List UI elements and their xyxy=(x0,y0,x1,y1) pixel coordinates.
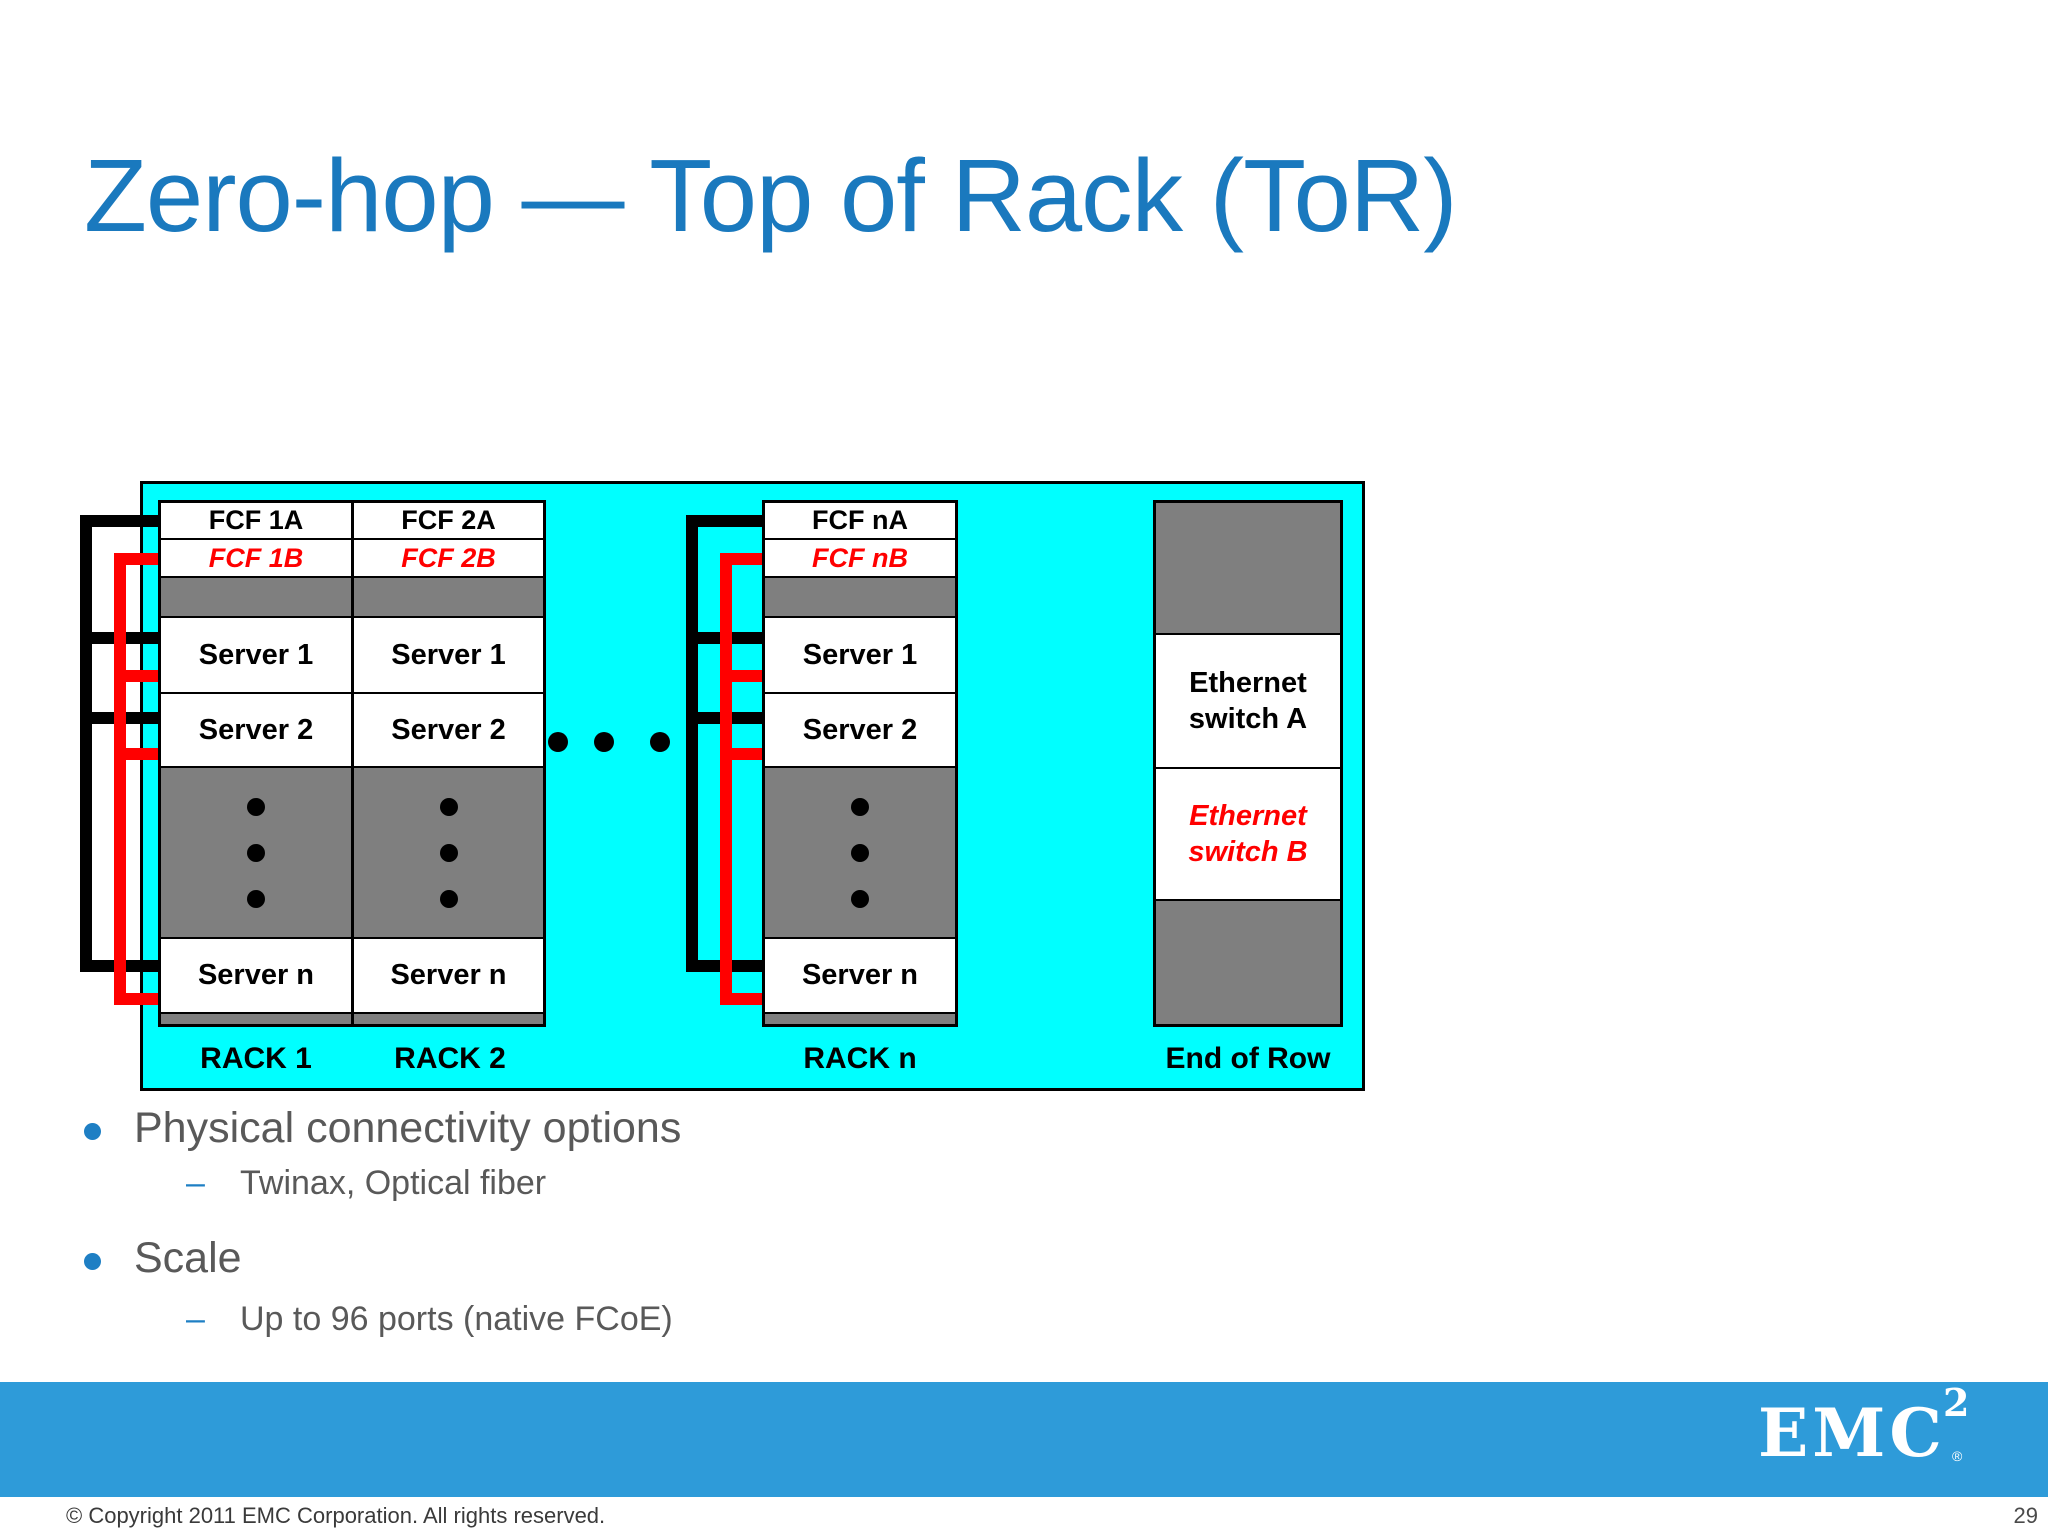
slide-title: Zero-hop — Top of Rack (ToR) xyxy=(84,138,1458,253)
wire-a-rackn-trunk xyxy=(686,515,698,972)
emc-logo: EMC 2 ® xyxy=(1750,1380,2010,1497)
gray-strip xyxy=(354,1012,543,1024)
wire-b-rack1-trunk xyxy=(114,553,126,1005)
server-cell: Server 2 xyxy=(765,692,955,766)
copyright-text: © Copyright 2011 EMC Corporation. All ri… xyxy=(66,1503,606,1528)
server-cell: Server 2 xyxy=(354,692,543,766)
fcf-b-cell: FCF 1B xyxy=(161,538,351,576)
server-cell: Server n xyxy=(354,937,543,1012)
ellipsis-dot-icon xyxy=(851,797,869,816)
server-cell: Server n xyxy=(161,937,351,1012)
server-cell: Server 2 xyxy=(161,692,351,766)
wire-a-rack1-branch-0 xyxy=(80,515,158,527)
ellipsis-dot-icon xyxy=(247,797,265,816)
ellipsis-dot-icon xyxy=(439,797,458,816)
wire-b-rackn-branch-2 xyxy=(720,748,762,760)
ellipsis-dot-icon xyxy=(439,889,458,908)
end-of-row-gray-bottom xyxy=(1156,899,1340,1024)
wire-a-rackn-branch-0 xyxy=(686,515,762,527)
page-number: 29 xyxy=(2013,1503,2038,1528)
rack-label: RACK 2 xyxy=(394,1042,506,1075)
ellipsis-dot-icon xyxy=(247,889,265,908)
fcf-a-cell: FCF 2A xyxy=(401,505,496,535)
dots-cell xyxy=(161,766,351,937)
fcf-a-cell: FCF nA xyxy=(812,505,908,535)
ellipsis-dot-icon xyxy=(439,843,458,862)
fcf-a-cell: FCF 1A xyxy=(208,505,304,535)
rack-label: RACK 1 xyxy=(200,1042,312,1075)
sub-bullet-item: Up to 96 ports (native FCoE) xyxy=(240,1300,673,1338)
wire-b-rackn-trunk xyxy=(720,553,732,1005)
emc-logo-exponent: 2 xyxy=(1943,1380,1970,1425)
emc-logo-text: EMC xyxy=(1758,1394,1946,1472)
gray-strip xyxy=(765,1012,955,1024)
sub-bullet-dash-icon: – xyxy=(186,1164,205,1202)
server-cell: Server 1 xyxy=(354,616,543,692)
end-of-row-label: End of Row xyxy=(1165,1042,1331,1075)
registered-mark-icon: ® xyxy=(1952,1448,1963,1464)
wire-b-rack1-branch-0 xyxy=(114,553,158,565)
fcf-b-cell: FCF 2B xyxy=(354,538,543,576)
gray-strip xyxy=(161,1012,351,1024)
sub-bullet-dash-icon: – xyxy=(186,1300,205,1338)
ellipsis-dot-icon xyxy=(851,889,869,908)
gray-row xyxy=(765,576,955,616)
dots-cell xyxy=(354,766,543,937)
fcf-b-cell: FCF nB xyxy=(765,538,955,576)
footer-bar xyxy=(0,1382,2048,1497)
gray-row xyxy=(354,576,543,616)
sub-bullet-item: Twinax, Optical fiber xyxy=(240,1164,547,1202)
wire-b-rack1-branch-2 xyxy=(114,748,158,760)
rack-ellipsis-dot-icon xyxy=(650,732,670,752)
wire-b-rackn-branch-3 xyxy=(720,993,762,1005)
rack-ellipsis-dot-icon xyxy=(548,732,568,752)
wire-b-rackn-branch-0 xyxy=(720,553,762,565)
gray-row xyxy=(161,576,351,616)
ellipsis-dot-icon xyxy=(247,843,265,862)
wire-a-rack1-trunk xyxy=(80,515,92,972)
rack-ellipsis-dot-icon xyxy=(594,732,614,752)
dots-cell xyxy=(765,766,955,937)
server-cell: Server 1 xyxy=(161,616,351,692)
rack-label: RACK n xyxy=(803,1042,917,1075)
bullet-icon xyxy=(84,1253,101,1270)
ellipsis-dot-icon xyxy=(851,843,869,862)
wire-b-rack1-branch-3 xyxy=(114,993,158,1005)
wire-b-rackn-branch-1 xyxy=(720,670,762,682)
server-cell: Server n xyxy=(765,937,955,1012)
wire-b-rack1-branch-1 xyxy=(114,670,158,682)
bullet-item: Scale xyxy=(134,1234,242,1282)
bullet-item: Physical connectivity options xyxy=(134,1104,682,1152)
end-of-row-gray-top xyxy=(1156,503,1340,633)
server-cell: Server 1 xyxy=(765,616,955,692)
bullet-icon xyxy=(84,1123,101,1140)
